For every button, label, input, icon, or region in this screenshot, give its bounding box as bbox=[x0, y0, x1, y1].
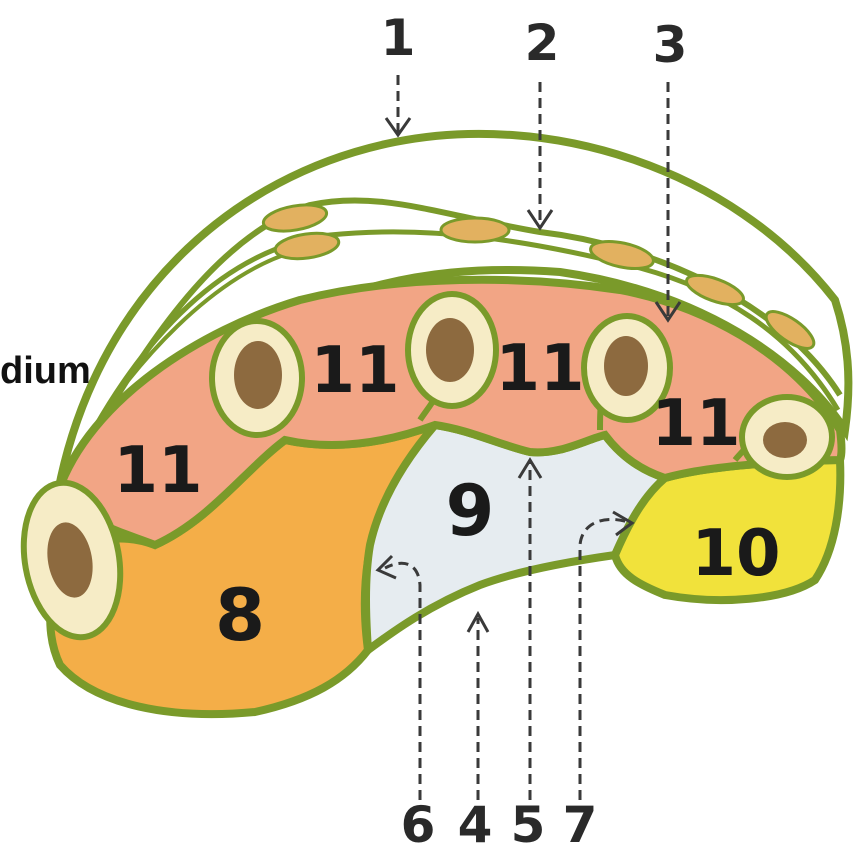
region-label-9: 9 bbox=[446, 470, 495, 552]
region-label-11a: 11 bbox=[113, 434, 202, 508]
cell-5 bbox=[742, 397, 832, 477]
region-label-11c: 11 bbox=[495, 332, 584, 406]
cell-2 bbox=[212, 321, 302, 435]
callout-3: 3 bbox=[653, 16, 688, 74]
region-label-11d: 11 bbox=[651, 387, 740, 461]
region-label-8: 8 bbox=[215, 573, 265, 657]
callout-5: 5 bbox=[511, 796, 546, 848]
callout-7: 7 bbox=[563, 796, 598, 848]
callout-2: 2 bbox=[525, 14, 560, 72]
callout-6: 6 bbox=[401, 796, 436, 848]
region-label-10: 10 bbox=[691, 517, 780, 591]
callout-1: 1 bbox=[381, 9, 416, 67]
cell-3 bbox=[408, 294, 496, 406]
callout-4: 4 bbox=[458, 796, 493, 848]
side-label: dium bbox=[0, 350, 91, 392]
region-label-11b: 11 bbox=[310, 334, 399, 408]
